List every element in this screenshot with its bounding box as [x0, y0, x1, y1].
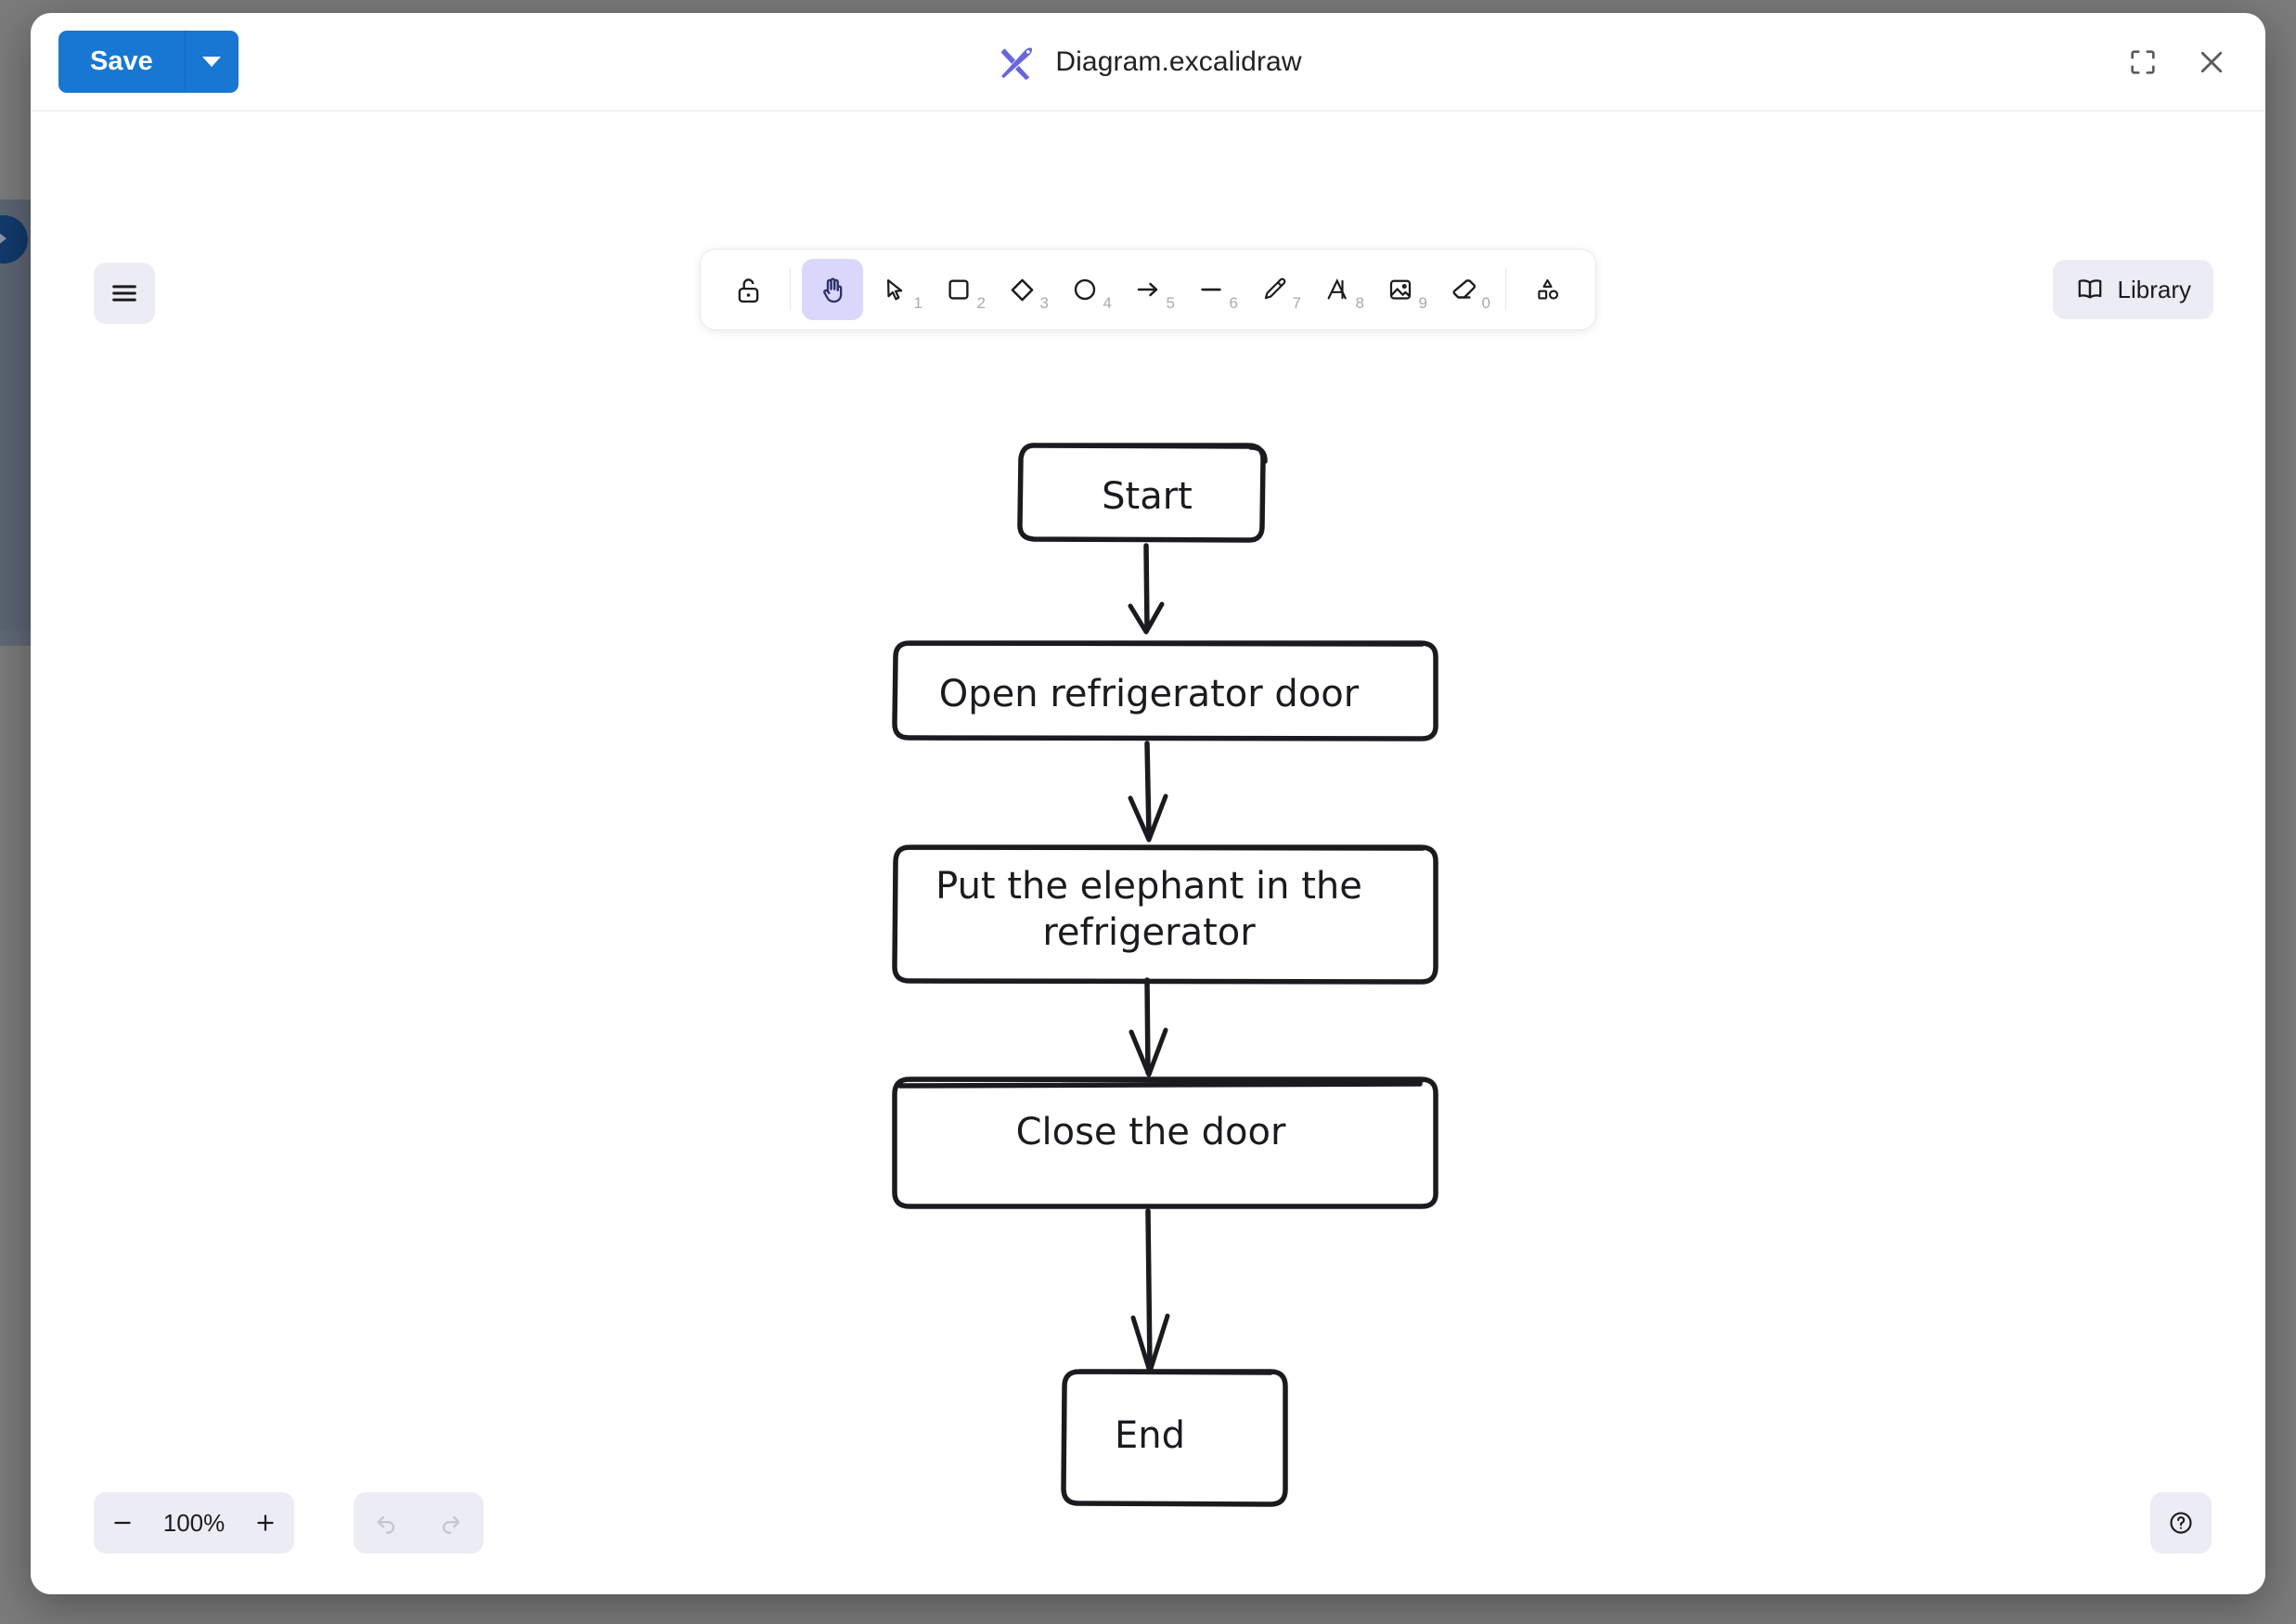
line-icon	[1201, 288, 1221, 291]
lock-tool[interactable]	[717, 259, 779, 320]
text-tool[interactable]: 8	[1307, 259, 1368, 320]
plus-icon	[257, 1514, 274, 1531]
shapes-tool[interactable]	[1517, 259, 1579, 320]
maximize-button[interactable]	[2121, 40, 2165, 84]
node-label-end: End	[1115, 1414, 1185, 1457]
line-tool-hotkey: 6	[1229, 294, 1238, 312]
line-tool[interactable]: 6	[1180, 259, 1242, 320]
diamond-tool-hotkey: 3	[1039, 294, 1049, 312]
toolbar-divider-2	[1505, 268, 1506, 311]
cursor-arrow-icon	[886, 278, 902, 300]
node-label-put-line2: refrigerator	[1042, 911, 1256, 954]
maximize-icon	[2131, 49, 2155, 74]
image-icon	[1389, 279, 1412, 300]
library-button[interactable]: Library	[2052, 260, 2213, 319]
diamond-icon	[1011, 278, 1033, 301]
square-icon	[948, 279, 969, 300]
eraser-tool-hotkey: 0	[1481, 294, 1490, 312]
page-title: Diagram.excalidraw	[1055, 45, 1302, 77]
help-button[interactable]	[2150, 1492, 2212, 1553]
node-label-close: Close the door	[1016, 1111, 1286, 1154]
eraser-icon	[1452, 278, 1476, 299]
undo-button[interactable]	[354, 1492, 419, 1553]
close-icon	[2200, 51, 2223, 72]
selection-tool-hotkey: 1	[913, 294, 922, 312]
node-close	[892, 1076, 1438, 1209]
node-put	[892, 844, 1438, 985]
toolbar-divider-1	[790, 268, 791, 311]
window-title-group: Diagram.excalidraw	[31, 13, 2265, 110]
selection-tool[interactable]: 1	[865, 259, 926, 320]
text-tool-hotkey: 8	[1355, 294, 1364, 312]
edge-start-open	[1128, 543, 1165, 635]
canvas-area[interactable]: Start Open refrigerator door Put the ele…	[31, 111, 2265, 1594]
main-menu-button[interactable]	[94, 263, 155, 324]
node-start	[1017, 443, 1268, 543]
zoom-in-button[interactable]	[237, 1492, 294, 1553]
zoom-controls: 100%	[94, 1492, 294, 1553]
node-label-start: Start	[1102, 475, 1193, 518]
excalidraw-logo-icon	[1000, 46, 1033, 80]
tool-island: 1 2 3 4	[700, 249, 1596, 330]
question-mark-icon	[2170, 1512, 2192, 1534]
hand-icon	[822, 277, 842, 303]
text-a-icon	[1327, 278, 1347, 300]
book-icon	[2078, 279, 2101, 299]
excalidraw-window: Save Diagram.excalidraw	[31, 13, 2265, 1594]
padlock-open-icon	[738, 277, 758, 303]
diamond-tool[interactable]: 3	[991, 259, 1052, 320]
hand-tool[interactable]	[802, 259, 863, 320]
node-label-open: Open refrigerator door	[939, 673, 1360, 715]
save-button[interactable]: Save	[58, 31, 185, 93]
arrow-tool-hotkey: 5	[1166, 294, 1175, 312]
flowchart-diagram: Start Open refrigerator door Put the ele…	[31, 111, 2265, 1594]
draw-tool-hotkey: 7	[1292, 294, 1301, 312]
arrow-right-icon	[1137, 282, 1158, 297]
image-tool-hotkey: 9	[1418, 294, 1427, 312]
circle-icon	[1074, 278, 1096, 301]
image-tool[interactable]: 9	[1370, 259, 1431, 320]
redo-arrow-icon	[442, 1515, 460, 1534]
more-shapes-icon	[1538, 278, 1559, 300]
window-controls	[2121, 13, 2234, 110]
save-dropdown-button[interactable]	[184, 31, 239, 93]
node-open	[892, 640, 1438, 741]
eraser-tool[interactable]: 0	[1433, 259, 1494, 320]
ellipse-tool[interactable]: 4	[1054, 259, 1116, 320]
history-controls	[354, 1492, 484, 1553]
redo-button[interactable]	[419, 1492, 484, 1553]
undo-arrow-icon	[377, 1515, 395, 1534]
save-button-group: Save	[58, 31, 239, 93]
edge-open-put	[1128, 741, 1168, 843]
rectangle-tool-hotkey: 2	[976, 294, 986, 312]
rectangle-tool[interactable]: 2	[928, 259, 989, 320]
library-button-label: Library	[2117, 275, 2191, 303]
ellipse-tool-hotkey: 4	[1103, 294, 1112, 312]
arrow-tool[interactable]: 5	[1117, 259, 1179, 320]
window-titlebar: Save Diagram.excalidraw	[31, 13, 2265, 111]
draw-tool[interactable]: 7	[1244, 259, 1305, 320]
node-label-put-line1: Put the elephant in the	[935, 865, 1362, 908]
hamburger-menu-icon	[112, 285, 136, 302]
pencil-icon	[1264, 277, 1286, 300]
node-end	[1061, 1369, 1288, 1507]
close-button[interactable]	[2189, 40, 2234, 84]
zoom-level-value[interactable]: 100%	[162, 1508, 226, 1537]
zoom-out-button[interactable]	[94, 1492, 151, 1553]
edge-put-close	[1129, 977, 1168, 1077]
minus-icon	[114, 1521, 131, 1525]
edge-close-end	[1130, 1208, 1170, 1374]
chevron-down-icon	[202, 57, 222, 67]
